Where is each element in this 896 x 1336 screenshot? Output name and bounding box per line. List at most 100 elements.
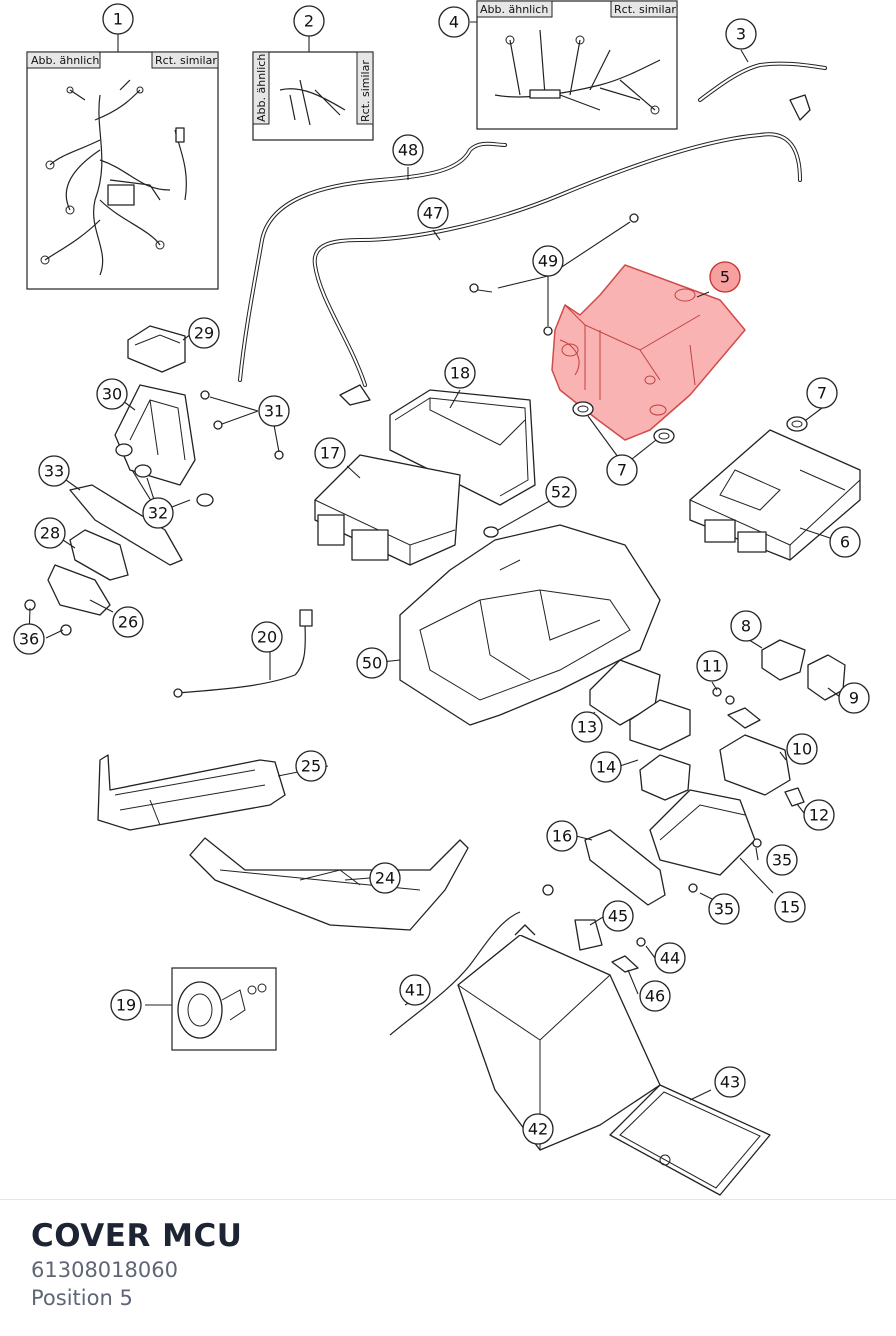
svg-text:49: 49	[538, 252, 558, 271]
callout-29[interactable]: 29	[188, 317, 220, 349]
box1-label-similar-de: Abb. ähnlich	[31, 54, 99, 67]
callout-9[interactable]: 9	[838, 682, 870, 714]
callout-32[interactable]: 32	[142, 497, 174, 529]
svg-text:29: 29	[194, 324, 214, 343]
callout-11[interactable]: 11	[696, 650, 728, 682]
box4-label-similar-en: Rct. similar	[614, 3, 676, 16]
callout-30[interactable]: 30	[96, 378, 128, 410]
callout-33[interactable]: 33	[38, 455, 70, 487]
part-info-footer: COVER MCU 61308018060 Position 5	[0, 1199, 896, 1336]
svg-text:24: 24	[375, 869, 395, 888]
svg-text:15: 15	[780, 898, 800, 917]
svg-text:41: 41	[405, 981, 425, 1000]
svg-text:10: 10	[792, 740, 812, 759]
callout-20[interactable]: 20	[251, 621, 283, 653]
box2-label-similar-de: Abb. ähnlich	[255, 54, 268, 122]
svg-text:12: 12	[809, 806, 829, 825]
svg-text:13: 13	[577, 718, 597, 737]
svg-text:19: 19	[116, 996, 136, 1015]
callout-42[interactable]: 42	[522, 1113, 554, 1145]
callout-31[interactable]: 31	[258, 395, 290, 427]
svg-text:35: 35	[772, 851, 792, 870]
callout-5-highlighted[interactable]: 5	[709, 261, 741, 293]
svg-text:45: 45	[608, 907, 628, 926]
callout-15[interactable]: 15	[774, 891, 806, 923]
callout-14[interactable]: 14	[590, 751, 622, 783]
svg-text:16: 16	[552, 827, 572, 846]
svg-text:50: 50	[362, 654, 382, 673]
callout-49[interactable]: 49	[532, 245, 564, 277]
callout-4[interactable]: 4	[438, 6, 470, 38]
svg-text:5: 5	[720, 268, 730, 287]
svg-text:14: 14	[596, 758, 616, 777]
callout-35-b[interactable]: 35	[708, 893, 740, 925]
callout-48[interactable]: 48	[392, 134, 424, 166]
callout-2[interactable]: 2	[293, 5, 325, 37]
callout-10[interactable]: 10	[786, 733, 818, 765]
harness-box-2: Abb. ähnlich Rct. similar	[252, 51, 374, 141]
callout-36[interactable]: 36	[13, 623, 45, 655]
callout-1[interactable]: 1	[102, 3, 134, 35]
svg-text:11: 11	[702, 657, 722, 676]
box4-label-similar-de: Abb. ähnlich	[480, 3, 548, 16]
callout-45[interactable]: 45	[602, 900, 634, 932]
callout-6[interactable]: 6	[829, 526, 861, 558]
callout-50[interactable]: 50	[356, 647, 388, 679]
svg-text:7: 7	[617, 461, 627, 480]
svg-text:8: 8	[741, 617, 751, 636]
svg-text:30: 30	[102, 385, 122, 404]
callout-13[interactable]: 13	[571, 711, 603, 743]
callout-47[interactable]: 47	[417, 197, 449, 229]
svg-text:42: 42	[528, 1120, 548, 1139]
callout-46[interactable]: 46	[639, 980, 671, 1012]
svg-text:43: 43	[720, 1073, 740, 1092]
box2-label-similar-en: Rct. similar	[359, 60, 372, 122]
svg-text:2: 2	[304, 12, 314, 31]
svg-text:48: 48	[398, 141, 418, 160]
callout-28[interactable]: 28	[34, 517, 66, 549]
svg-text:28: 28	[40, 524, 60, 543]
callout-26[interactable]: 26	[112, 606, 144, 638]
svg-text:4: 4	[449, 13, 459, 32]
svg-text:35: 35	[714, 900, 734, 919]
callout-12[interactable]: 12	[803, 799, 835, 831]
svg-text:18: 18	[450, 364, 470, 383]
callout-25[interactable]: 25	[295, 750, 327, 782]
harness-box-4: Abb. ähnlich Rct. similar	[476, 0, 678, 130]
callout-16[interactable]: 16	[546, 820, 578, 852]
svg-text:1: 1	[113, 10, 123, 29]
svg-text:52: 52	[551, 483, 571, 502]
svg-text:32: 32	[148, 504, 168, 523]
callout-35-a[interactable]: 35	[766, 844, 798, 876]
svg-text:26: 26	[118, 613, 138, 632]
svg-text:6: 6	[840, 533, 850, 552]
callout-41[interactable]: 41	[399, 974, 431, 1006]
svg-text:36: 36	[19, 630, 39, 649]
svg-text:33: 33	[44, 462, 64, 481]
callout-19[interactable]: 19	[110, 989, 142, 1021]
box1-label-similar-en: Rct. similar	[155, 54, 217, 67]
callout-7-a[interactable]: 7	[806, 377, 838, 409]
callout-18[interactable]: 18	[444, 357, 476, 389]
callout-3[interactable]: 3	[725, 18, 757, 50]
harness-box-1: Abb. ähnlich Rct. similar	[26, 51, 219, 290]
callout-7-b[interactable]: 7	[606, 454, 638, 486]
svg-text:31: 31	[264, 402, 284, 421]
svg-text:20: 20	[257, 628, 277, 647]
svg-text:17: 17	[320, 444, 340, 463]
svg-text:9: 9	[849, 689, 859, 708]
exploded-parts-diagram: Abb. ähnlich Rct. similar Abb. ähnlich R…	[13, 0, 870, 1196]
part-position: Position 5	[31, 1286, 133, 1310]
svg-text:7: 7	[817, 384, 827, 403]
part-name: COVER MCU	[31, 1218, 243, 1254]
horn-box-19	[171, 967, 277, 1051]
svg-text:3: 3	[736, 25, 746, 44]
callout-17[interactable]: 17	[314, 437, 346, 469]
callout-8[interactable]: 8	[730, 610, 762, 642]
callout-44[interactable]: 44	[654, 942, 686, 974]
callout-52[interactable]: 52	[545, 476, 577, 508]
svg-text:46: 46	[645, 987, 665, 1006]
part-number: 61308018060	[31, 1258, 178, 1282]
callout-43[interactable]: 43	[714, 1066, 746, 1098]
callout-24[interactable]: 24	[369, 862, 401, 894]
